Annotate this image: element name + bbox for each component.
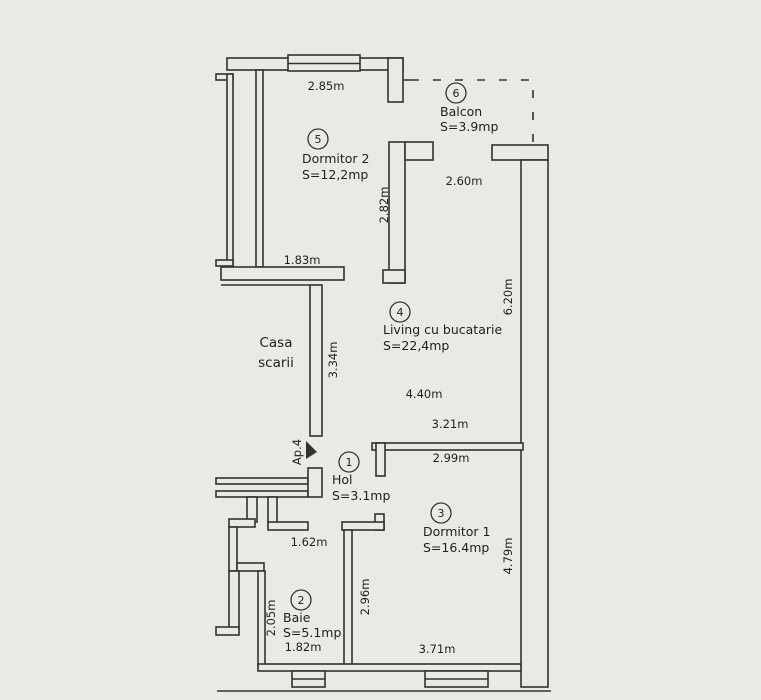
dimension-labels: 2.85m 2.60m 2.82m 6.20m 1.83m 3.34m 4.40… bbox=[264, 79, 515, 656]
room-label-balcon: 6 Balcon S=3.9mp bbox=[440, 82, 498, 134]
wall-door-jamb bbox=[375, 442, 386, 477]
dimension-label: 4.40m bbox=[406, 387, 443, 401]
wall-stairwell bbox=[309, 284, 323, 437]
room-area: S=3.1mp bbox=[332, 488, 390, 503]
room-label-living: 4 Living cu bucatarie S=22,4mp bbox=[383, 301, 502, 353]
room-label-hol: 1 Hol S=3.1mp bbox=[332, 451, 390, 503]
dimension-label: 2.82m bbox=[377, 187, 391, 224]
room-number: 5 bbox=[315, 133, 322, 146]
dimension-label: 3.21m bbox=[432, 417, 469, 431]
room-label-baie: 2 Baie S=5.1mp bbox=[283, 589, 341, 640]
wall-bottom-exterior bbox=[257, 663, 522, 672]
stairwell-line2: scarii bbox=[258, 355, 294, 371]
dimension-label: 1.82m bbox=[285, 640, 322, 654]
entrance-door-marker bbox=[306, 441, 317, 459]
room-area: S=5.1mp bbox=[283, 625, 341, 640]
room-number-badge bbox=[338, 451, 360, 473]
wall bbox=[387, 57, 404, 103]
room-number: 1 bbox=[346, 456, 353, 469]
room-name: Baie bbox=[283, 610, 311, 625]
dimension-label: 2.99m bbox=[433, 451, 470, 465]
wall bbox=[228, 526, 238, 572]
room-area: S=16.4mp bbox=[423, 540, 489, 555]
stairwell-line1: Casa bbox=[259, 335, 292, 351]
window-baie bbox=[291, 670, 326, 688]
wall bbox=[255, 69, 264, 268]
walls bbox=[215, 54, 551, 692]
wall bbox=[228, 518, 256, 528]
wall-right-exterior bbox=[520, 159, 549, 688]
room-area: S=12,2mp bbox=[302, 167, 368, 182]
wall bbox=[215, 259, 234, 267]
room-number-badge bbox=[389, 301, 411, 323]
wall bbox=[341, 521, 385, 531]
room-area: S=3.9mp bbox=[440, 119, 498, 134]
dimension-label: 2.96m bbox=[358, 579, 372, 616]
room-name: Hol bbox=[332, 472, 353, 487]
wall bbox=[388, 141, 406, 284]
wall bbox=[215, 626, 240, 636]
wall bbox=[228, 570, 240, 630]
room-number-badge bbox=[307, 128, 329, 150]
wall-baie-dormitor1 bbox=[343, 529, 353, 667]
wall bbox=[382, 269, 406, 284]
wall bbox=[220, 266, 345, 281]
dimension-label: 2.60m bbox=[446, 174, 483, 188]
wall bbox=[267, 521, 309, 531]
room-number: 2 bbox=[298, 594, 305, 607]
room-name: Living cu bucatarie bbox=[383, 322, 502, 337]
dimension-label: 1.62m bbox=[291, 535, 328, 549]
room-name: Balcon bbox=[440, 104, 482, 119]
wall bbox=[215, 490, 309, 498]
room-name: Dormitor 1 bbox=[423, 524, 490, 539]
wall bbox=[267, 496, 278, 525]
room-label-dormitor1: 3 Dormitor 1 S=16.4mp bbox=[423, 502, 490, 555]
dimension-label: 3.34m bbox=[326, 342, 340, 379]
dimension-label: 2.05m bbox=[264, 600, 278, 637]
dimension-label: 6.20m bbox=[501, 279, 515, 316]
stairwell-label: Casa scarii bbox=[258, 335, 294, 371]
dimension-label: 1.83m bbox=[284, 253, 321, 267]
wall-entrance-jamb bbox=[307, 467, 323, 498]
wall bbox=[491, 144, 549, 161]
room-number-badge bbox=[430, 502, 452, 524]
room-number: 4 bbox=[397, 306, 404, 319]
entrance-label: Ap.4 bbox=[290, 439, 304, 465]
wall bbox=[215, 477, 309, 485]
room-name: Dormitor 2 bbox=[302, 151, 369, 166]
wall bbox=[226, 73, 234, 267]
room-number-badge bbox=[445, 82, 467, 104]
window-dormitor1 bbox=[424, 670, 489, 688]
room-number: 6 bbox=[453, 87, 460, 100]
wall bbox=[404, 141, 434, 161]
room-number: 3 bbox=[438, 507, 445, 520]
dimension-label: 3.71m bbox=[419, 642, 456, 656]
room-area: S=22,4mp bbox=[383, 338, 449, 353]
wall bbox=[236, 562, 265, 572]
room-number-badge bbox=[290, 589, 312, 611]
wall bbox=[371, 442, 524, 451]
room-labels: 1 Hol S=3.1mp 2 Baie S=5.1mp 3 Dormitor … bbox=[258, 82, 502, 640]
window-dormitor2 bbox=[287, 54, 361, 72]
dimension-label: 4.79m bbox=[501, 538, 515, 575]
dimension-label: 2.85m bbox=[308, 79, 345, 93]
room-label-dormitor2: 5 Dormitor 2 S=12,2mp bbox=[302, 128, 369, 182]
